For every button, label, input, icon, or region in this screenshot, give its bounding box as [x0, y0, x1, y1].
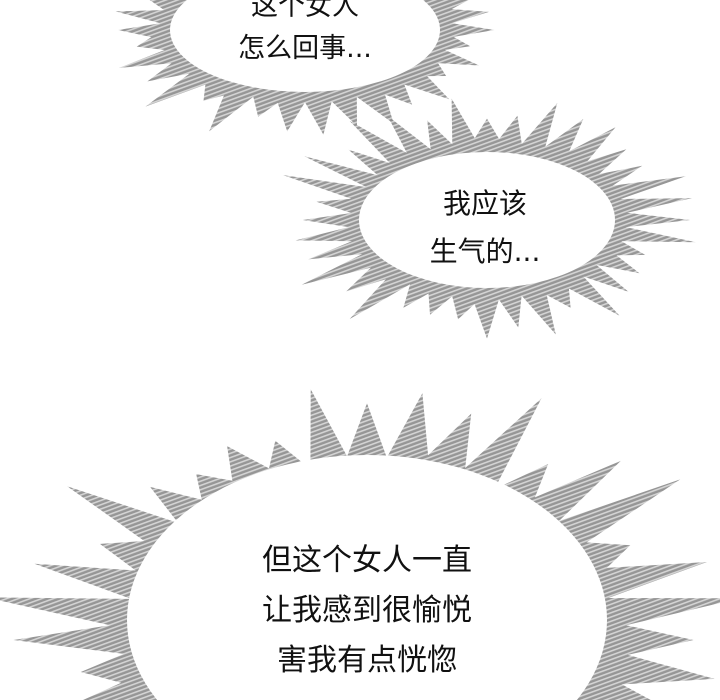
bubble-1-burst — [115, 0, 495, 135]
bubble-3-line-1: 但这个女人一直 — [262, 543, 472, 578]
bubble-3-text: 但这个女人一直 让我感到很愉悦 害我有点恍惚 — [232, 536, 502, 686]
bubble-2-line-1: 我应该 — [442, 187, 527, 220]
bubble-1-text: 这个女人 怎么回事... — [212, 0, 398, 70]
bubble-3-line-2: 让我感到很愉悦 — [262, 593, 472, 628]
bubble-1-line-1: 这个女人 — [251, 0, 359, 22]
bubble-2-text: 我应该 生气的... — [405, 180, 565, 276]
bubble-3-line-3: 害我有点恍惚 — [277, 643, 457, 678]
bubble-2-burst — [283, 98, 696, 339]
bubble-3-burst — [0, 389, 720, 700]
bubble-2-line-2: 生气的... — [429, 235, 541, 268]
bubble-1-line-2: 怎么回事... — [238, 33, 372, 64]
